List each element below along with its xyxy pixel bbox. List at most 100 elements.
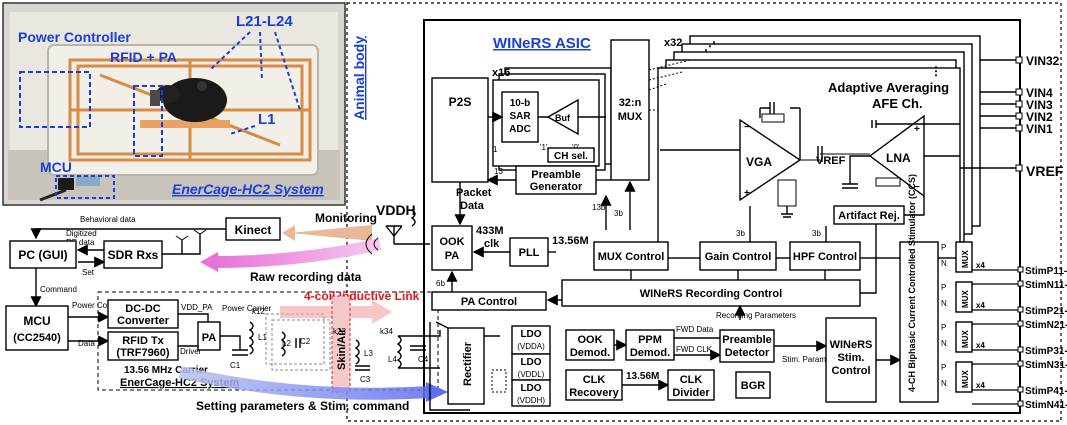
sar-label-3: ADC [509,124,531,135]
ldo-vddh-block [511,379,551,407]
vref-out-label: VREF [1026,163,1064,179]
vin-label: VIN2 [1026,110,1053,124]
k34-label: k34 [380,327,393,336]
packet-label-2: Data [460,200,485,212]
preamble-det-label-1: Preamble [722,334,772,346]
ppm-demod-label-1: PPM [638,334,662,346]
x16-label: x16 [492,67,510,79]
stim-mux-4 [955,361,973,393]
fwd-clk-label: FWD CLK [676,345,713,354]
stim-mux-2 [955,281,973,313]
p2s-block [431,77,489,183]
pc-gui-block [9,240,77,269]
clk-recovery-block [565,369,623,401]
l2-array-box [265,313,325,365]
stim-label: StimN21-24 [1025,320,1067,331]
bus-3b-label-gain: 3b [736,229,745,238]
vin-label: VIN32 [1026,54,1060,68]
stim-outputs: x4StimP11-14StimN11-14x4StimP21-24StimN2… [972,261,1067,411]
afe-label-1: Adaptive Averaging [828,80,949,95]
bus-1-label: 1 [493,145,498,154]
sar-label-1: 10-b [510,98,531,109]
mcu-part-label: (CC2540) [13,332,61,344]
l1-coil-label: L1 [258,333,267,342]
power-carrier-label: Power Carrier [222,304,272,313]
x4-label: x4 [976,261,985,270]
ldo-vdda-label: (VDDA) [517,342,545,351]
vin-label: VIN4 [1026,86,1053,100]
vga-label: VGA [746,155,772,169]
vga-amplifier [739,118,802,202]
vin-pin [1015,100,1023,108]
inductive-link-label: 4-coil Inductive Link [304,289,420,303]
p-label-1: P [941,243,946,252]
mux-label-4: MUX [961,370,970,388]
bgr-block [735,371,771,399]
x4-label: x4 [976,341,985,350]
n-label-2: N [941,299,947,308]
mcu-block [5,305,69,351]
command-label: Command [40,285,77,294]
stim-pin [1017,400,1024,407]
p-label-2: P [941,283,946,292]
photo-panel: Power Controller RFID + PA L21-L24 L1 MC… [2,2,346,206]
k23-label: k23 [333,327,346,336]
preamble-gen-label-2: Generator [530,181,583,193]
f1356-label: 13.56M [552,235,589,247]
gain-control-label: Gain Control [705,251,772,263]
pc-gui-label: PC (GUI) [18,248,67,262]
ppm-demod-label-2: Demod. [630,347,670,359]
x4-label: x4 [976,381,985,390]
monitoring-arrow [290,225,372,241]
external-system: Behavioral data Kinect Monitoring Digiti… [5,211,448,413]
mcu-label: MCU [40,159,72,175]
clk-divider-label-1: CLK [680,374,703,386]
c3-label: C3 [360,375,371,384]
n-label-3: N [941,339,947,348]
packet-label-1: Packet [456,187,492,199]
sar-adc-block [501,91,539,143]
mux-32n-label-1: 32:n [619,97,642,109]
artifact-rej-label: Artifact Rej. [838,210,900,222]
stim-label: StimP11-14 [1025,266,1067,277]
vin-pin [1015,124,1023,132]
mouse [163,78,227,122]
lna-label: LNA [886,151,911,165]
stim-mux-group-3: P N MUX [941,321,973,353]
mux-label-3: MUX [961,330,970,348]
rfid-pa-box [133,85,163,157]
hpf-control-label: HPF Control [793,251,857,263]
photo-system-label: EnerCage-HC2 System [172,181,324,197]
recording-control-label: WINeRS Recording Control [640,288,782,300]
mux-32n-block [610,39,650,181]
animal-body-boundary [346,2,1062,422]
clk-recovery-label-1: CLK [583,374,606,386]
dcdc-label-2: Converter [117,315,170,327]
power-control-label: Power Control [72,301,123,310]
c2-label: C2 [300,337,311,346]
afe-channel-stack: x32 Adaptive Averaging AFE Ch. VGA − + L… [657,35,981,259]
ppm-demod-block [625,329,675,361]
vref-pin [1015,164,1023,172]
buf-label: Buf [555,113,571,123]
preamble-gen-label-1: Preamble [531,169,581,181]
stim-label: StimP21-24 [1025,306,1067,317]
ldo-vddh-label: (VDDH) [517,396,545,405]
n-label-1: N [941,259,947,268]
ldo-label-l: LDO [520,357,541,368]
vin-label: VIN3 [1026,98,1053,112]
vin-pin [1015,112,1023,120]
clk-recovery-label-2: Recovery [569,387,619,399]
x32-label: x32 [664,37,682,49]
stim-pin [1017,306,1024,313]
bus-6b-label: 6b [436,279,445,288]
ldo-label-a: LDO [520,329,541,340]
ccs-block [899,241,939,403]
ook-demod-label-1: OOK [577,334,602,346]
vdd-pa-label: VDD_PA [181,303,213,312]
coil-l4-symbol [396,335,402,369]
preamble-det-label-2: Detector [725,347,770,359]
l21-l24-label: L21-L24 [236,13,293,30]
